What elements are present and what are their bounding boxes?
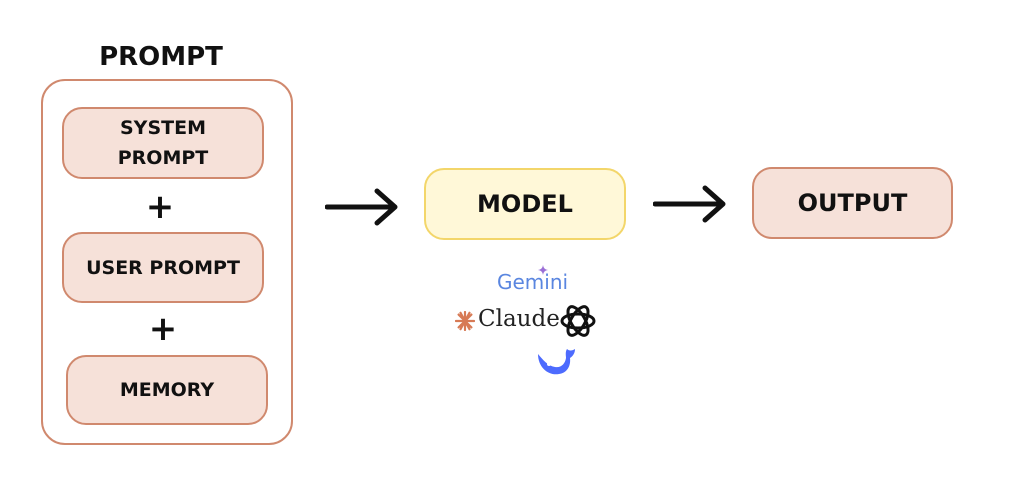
gemini-logo: Gemini <box>497 270 569 294</box>
memory-box: MEMORY <box>66 355 268 425</box>
deepseek-whale-icon <box>538 349 575 375</box>
system-prompt-box: SYSTEM PROMPT <box>62 107 264 179</box>
claude-star-icon <box>455 311 475 331</box>
prompt-group <box>41 79 293 445</box>
plus-sign: + <box>145 187 175 227</box>
arrow-right-icon <box>325 188 398 226</box>
model-box: MODEL <box>424 168 626 240</box>
gemini-sparkle-icon <box>538 265 548 275</box>
user-prompt-box: USER PROMPT <box>62 232 264 303</box>
openai-logo-icon <box>560 305 596 337</box>
output-box: OUTPUT <box>752 167 953 239</box>
claude-logo: Claude <box>478 306 560 332</box>
arrow-right-icon <box>653 185 726 223</box>
plus-sign: + <box>148 309 178 349</box>
prompt-title: PROMPT <box>99 42 223 72</box>
